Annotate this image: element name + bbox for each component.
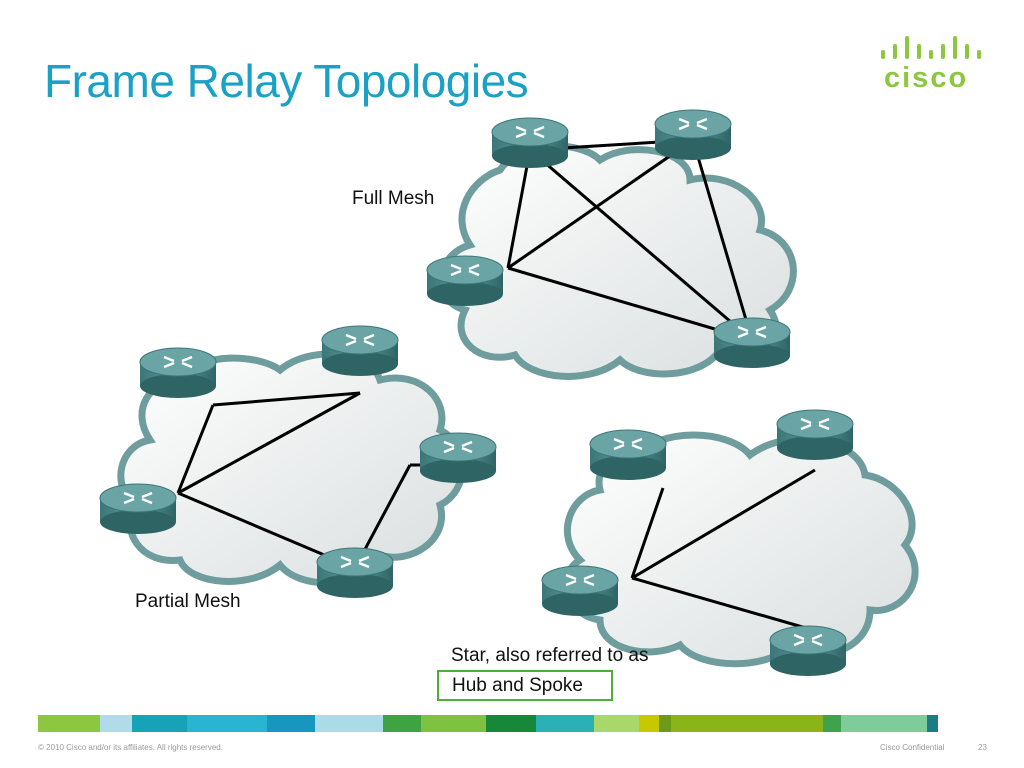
router-icon [540,564,620,618]
copyright-footer: © 2010 Cisco and/or its affiliates. All … [38,743,223,752]
router-icon [712,316,792,370]
router-icon [425,254,505,308]
hub-and-spoke-label: Hub and Spoke [437,670,613,701]
router-icon [768,624,848,678]
cisco-logo [881,36,981,59]
full-mesh-label: Full Mesh [352,188,435,209]
cisco-logo-text: cisco [884,62,969,94]
router-icon [490,116,570,170]
star-diagram [540,408,919,678]
router-icon [98,482,178,536]
full-mesh-diagram [425,108,797,380]
router-icon [588,428,668,482]
confidential-footer: Cisco Confidential [880,743,945,752]
star-label: Star, also referred to as [451,645,649,666]
color-stripe [38,715,988,732]
router-icon [418,431,498,485]
partial-mesh-diagram [98,324,498,600]
router-icon [315,546,395,600]
router-icon [653,108,733,162]
partial-mesh-label: Partial Mesh [135,591,241,612]
slide-title: Frame Relay Topologies [44,55,529,107]
page-number: 23 [978,743,987,752]
router-icon [320,324,400,378]
router-icon [775,408,855,462]
router-icon [138,346,218,400]
